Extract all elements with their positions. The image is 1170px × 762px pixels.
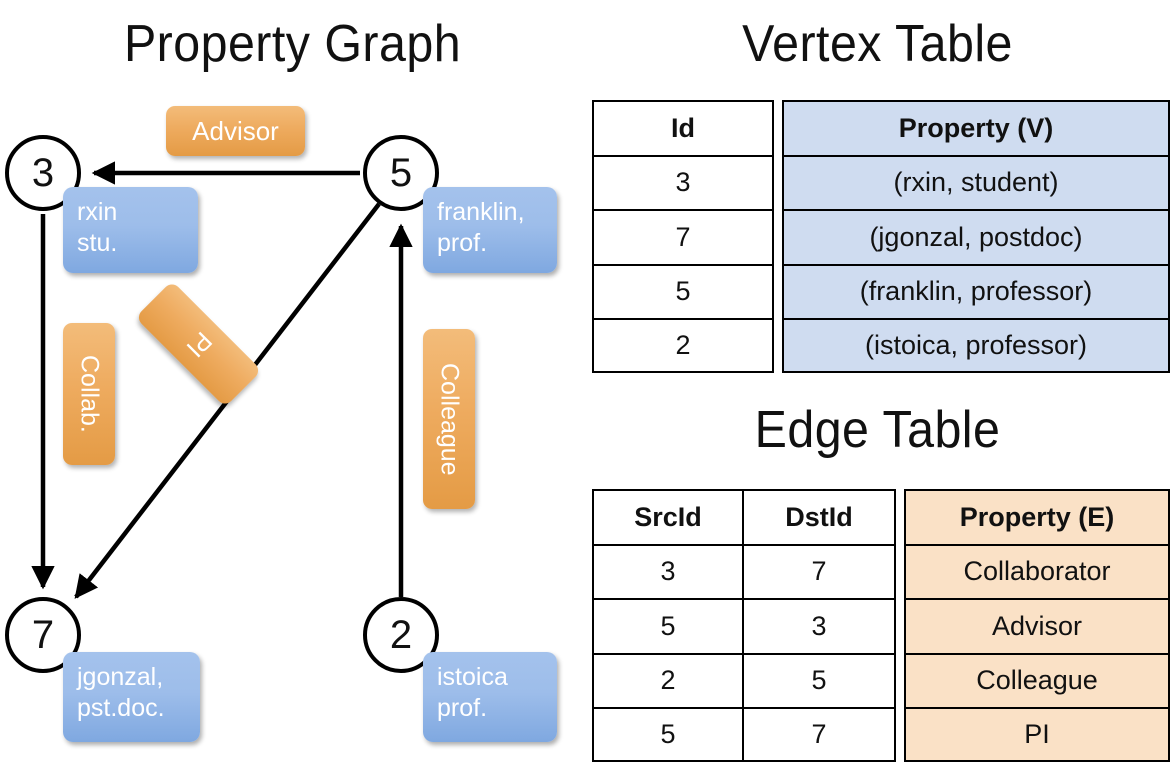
vertex-table-col-id: Id 3 7 5 2 — [592, 100, 774, 373]
vertex-table: Id 3 7 5 2 Property (V) (rxin, student) … — [592, 100, 1170, 374]
vertex-table-header-property: Property (V) — [782, 100, 1170, 155]
table-cell: 5 — [592, 598, 744, 653]
table-cell: PI — [904, 707, 1170, 762]
vertex-table-header-id: Id — [592, 100, 774, 155]
vertex-table-col-property: Property (V) (rxin, student) (jgonzal, p… — [782, 100, 1170, 373]
edge-table-header-dstid: DstId — [744, 489, 896, 544]
edge-table: SrcId 3 5 2 5 DstId 7 3 5 7 Property (E)… — [592, 489, 1170, 762]
edge-table-header-property: Property (E) — [904, 489, 1170, 544]
edge-label-collab-text: Collab. — [75, 355, 104, 433]
table-cell: 7 — [744, 707, 896, 762]
edge-label-pi-text: PI — [180, 326, 218, 363]
table-cell: 7 — [592, 209, 774, 264]
table-cell: Advisor — [904, 598, 1170, 653]
table-cell: 3 — [592, 543, 744, 598]
graph-vertex-2[interactable]: 2 — [363, 597, 439, 673]
edge-table-col-property: Property (E) Collaborator Advisor Collea… — [904, 489, 1170, 762]
edge-label-advisor: Advisor — [166, 106, 305, 156]
table-cell: Collaborator — [904, 543, 1170, 598]
table-cell: 3 — [592, 154, 774, 209]
vertex-property-box-franklin: franklin, prof. — [423, 187, 557, 273]
table-cell: 5 — [592, 263, 774, 318]
page-title-property-graph: Property Graph — [123, 15, 462, 73]
table-cell: (jgonzal, postdoc) — [782, 209, 1170, 264]
edge-label-colleague-text: Colleague — [435, 362, 464, 476]
table-cell: (istoica, professor) — [782, 318, 1170, 373]
table-cell: 2 — [592, 652, 744, 707]
table-cell: 2 — [592, 318, 774, 373]
table-cell: 5 — [744, 652, 896, 707]
table-cell: 7 — [744, 543, 896, 598]
vertex-property-box-jgonzal: jgonzal, pst.doc. — [63, 652, 200, 742]
table-cell: 5 — [592, 707, 744, 762]
edge-label-advisor-text: Advisor — [192, 115, 279, 146]
edge-label-colleague: Colleague — [423, 329, 475, 509]
vertex-property-box-istoica: istoica prof. — [423, 652, 557, 742]
edge-table-header-srcid: SrcId — [592, 489, 744, 544]
graph-vertex-5[interactable]: 5 — [363, 135, 439, 211]
edge-table-col-dstid: DstId 7 3 5 7 — [744, 489, 896, 762]
property-graph-diagram: 3 5 7 2 rxin stu. franklin, prof. jgonza… — [0, 0, 585, 760]
table-cell: 3 — [744, 598, 896, 653]
edge-table-col-srcid: SrcId 3 5 2 5 — [592, 489, 744, 762]
vertex-property-box-rxin: rxin stu. — [63, 187, 198, 273]
page-title-edge-table: Edge Table — [754, 401, 1001, 459]
table-cell: (rxin, student) — [782, 154, 1170, 209]
edge-label-collab: Collab. — [63, 323, 115, 465]
page-title-vertex-table: Vertex Table — [742, 15, 1013, 73]
table-cell: (franklin, professor) — [782, 263, 1170, 318]
table-cell: Colleague — [904, 652, 1170, 707]
